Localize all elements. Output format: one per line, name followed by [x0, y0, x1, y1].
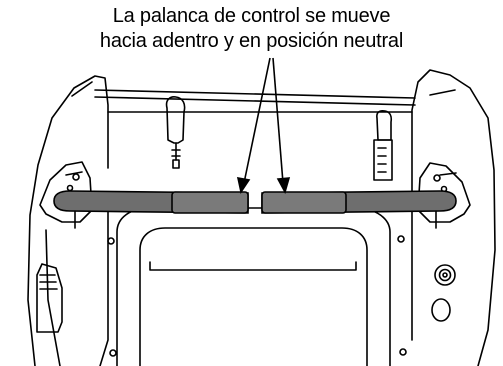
rear-rail-icon	[94, 89, 416, 113]
caption-line-2: hacia adentro y en posición neutral	[99, 30, 404, 52]
caption-line-1: La palanca de control se mueve	[112, 5, 391, 27]
seat-frame-icon	[116, 207, 391, 366]
left-control-lever-icon	[53, 190, 249, 214]
throttle-lever-icon	[165, 96, 186, 169]
right-control-lever-icon	[261, 190, 457, 214]
right-seat-side-icon	[397, 69, 496, 366]
diagram-caption: La palanca de control se mueve hacia ade…	[0, 4, 503, 54]
selector-lever-icon	[373, 109, 393, 181]
left-seat-side-icon	[27, 75, 117, 366]
callout-arrows	[236, 57, 291, 195]
